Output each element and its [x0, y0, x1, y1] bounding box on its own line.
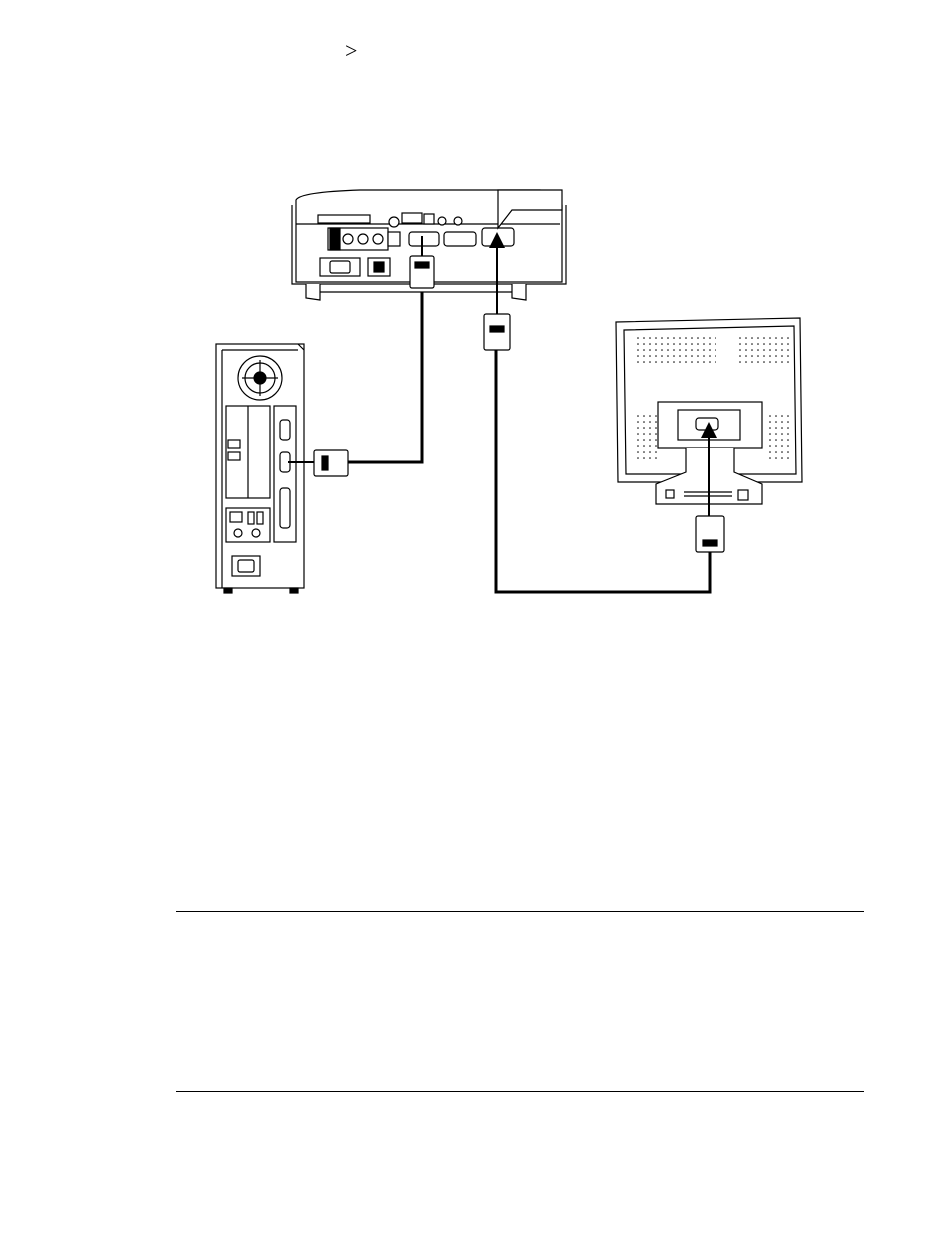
vga-cable-computer-to-projector	[348, 292, 422, 462]
section-rule-bottom	[176, 1091, 864, 1092]
section-rule-top	[176, 911, 864, 912]
desktop-tower-pc-icon	[216, 344, 304, 593]
